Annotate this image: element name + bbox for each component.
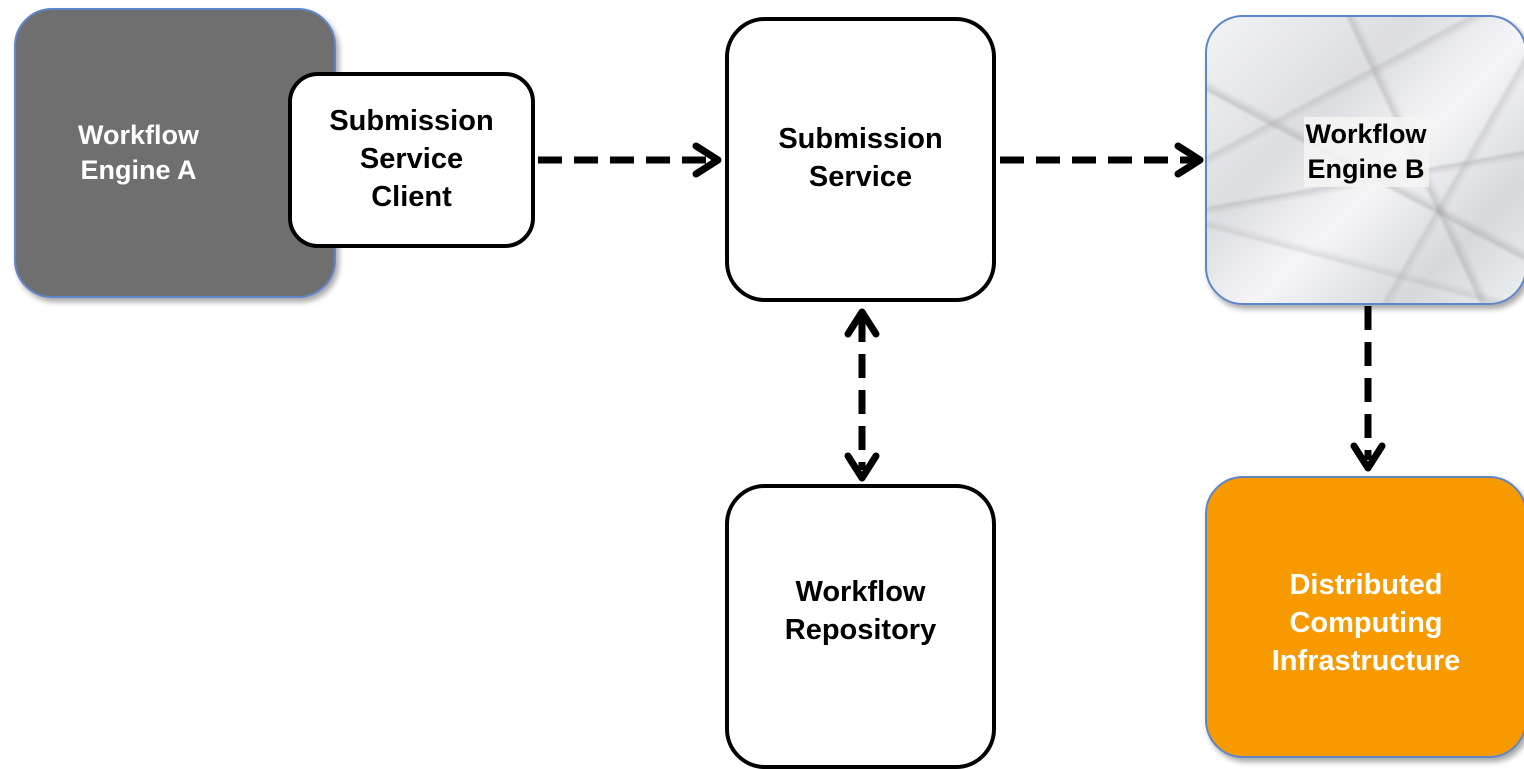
workflow-repository-node: Workflow Repository xyxy=(725,484,996,769)
workflow-engine-b-node: Workflow Engine B xyxy=(1205,15,1524,305)
submission-service-client-node: Submission Service Client xyxy=(288,72,535,248)
workflow-engine-a-node: Workflow Engine A xyxy=(14,8,336,298)
workflow-engine-b-label: Workflow Engine B xyxy=(1303,117,1429,188)
arrow-submission-repository-bidirectional xyxy=(844,308,880,482)
workflow-engine-a-label: Workflow Engine A xyxy=(78,119,199,185)
distributed-computing-infrastructure-node: Distributed Computing Infrastructure xyxy=(1205,476,1524,758)
arrow-engine-b-to-dci xyxy=(1350,306,1386,472)
workflow-repository-label: Workflow Repository xyxy=(784,575,937,646)
arrow-submission-to-engine-b xyxy=(1000,142,1204,178)
arrow-client-to-submission xyxy=(538,142,722,178)
submission-service-node: Submission Service xyxy=(725,17,996,302)
distributed-computing-infrastructure-label: Distributed Computing Infrastructure xyxy=(1271,569,1461,677)
submission-service-client-label: Submission Service Client xyxy=(329,105,494,213)
submission-service-label: Submission Service xyxy=(778,123,943,193)
